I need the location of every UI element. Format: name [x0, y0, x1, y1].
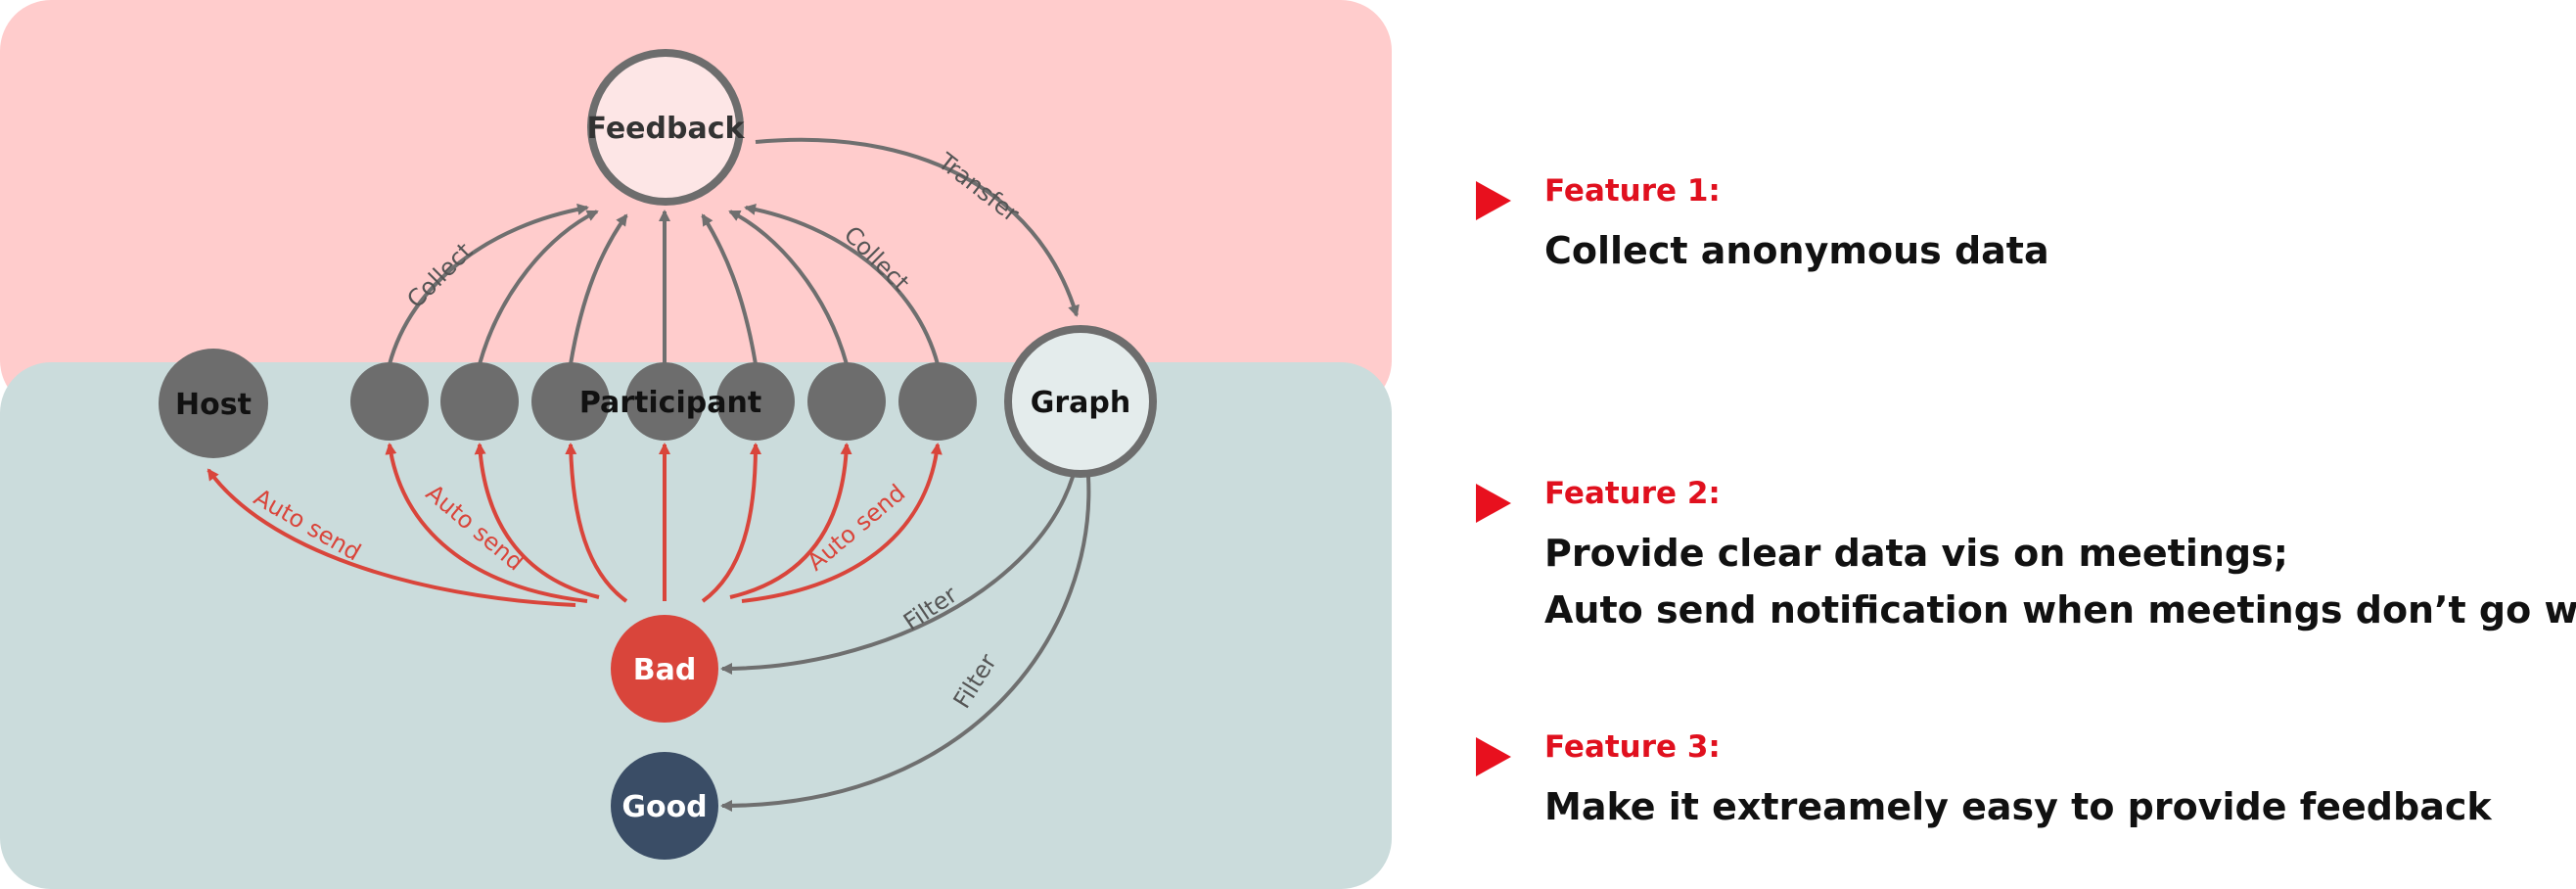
good-node	[611, 752, 718, 860]
collect-zone-panel	[0, 0, 1392, 411]
participant-dot-2	[440, 362, 519, 441]
feature-2-line-1: Provide clear data vis on meetings;	[1544, 532, 2288, 575]
auto-send-arrow-1	[385, 443, 588, 603]
feature-3-description: Make it extreamely easy to provide feedb…	[1544, 778, 2492, 835]
feature-2-triangle-icon	[1476, 484, 1511, 523]
participant-dot-1	[350, 362, 429, 441]
auto-send-arrow-2	[474, 443, 600, 599]
collect-arrow-3	[569, 213, 628, 365]
feature-2-title: Feature 2:	[1544, 476, 1721, 511]
participant-dot-3	[531, 362, 610, 441]
participant-dot-5	[716, 362, 795, 441]
feature-2-description: Provide clear data vis on meetings; Auto…	[1544, 525, 2576, 638]
feature-1-triangle-icon	[1476, 181, 1511, 220]
collect-arrow-6	[728, 210, 849, 365]
collect-arrow-2	[478, 210, 599, 365]
auto-send-arrow-3	[565, 443, 628, 603]
participant-dot-7	[898, 362, 977, 441]
collect-arrow-5	[701, 213, 758, 365]
feedback-flow-diagram: Feedback Host Participant Graph Bad Good…	[0, 0, 1392, 889]
feedback-label: Feedback	[587, 112, 746, 146]
filter-arrow-bad	[720, 476, 1075, 675]
host-label: Host	[175, 388, 252, 422]
collect-arrow-1	[388, 203, 589, 365]
participant-dot-4	[625, 362, 704, 441]
bad-node	[611, 615, 718, 723]
feature-3-triangle-icon	[1476, 737, 1511, 776]
feature-1-description: Collect anonymous data	[1544, 222, 2049, 279]
feature-1-title: Feature 1:	[1544, 173, 1721, 209]
participant-label: Participant	[579, 386, 761, 420]
feature-1-line-1: Collect anonymous data	[1544, 229, 2049, 272]
host-node	[159, 349, 268, 458]
auto-send-arrow-6	[729, 443, 852, 599]
graph-label: Graph	[1031, 386, 1131, 420]
participant-dot-6	[807, 362, 886, 441]
transfer-arrow	[755, 137, 1080, 317]
auto-send-arrow-host	[207, 468, 576, 607]
feature-2-line-2: Auto send notification when meetings don…	[1544, 588, 2576, 632]
auto-send-arrow-5	[701, 443, 761, 603]
feature-3-line-1: Make it extreamely easy to provide feedb…	[1544, 785, 2492, 828]
graph-node	[1004, 325, 1157, 478]
filter-arrow-good	[720, 476, 1091, 812]
good-label: Good	[621, 790, 707, 824]
feedback-node	[587, 49, 744, 206]
collect-arrow-7	[744, 203, 940, 365]
auto-send-arrow-7	[741, 443, 943, 603]
feature-3-title: Feature 3:	[1544, 729, 1721, 765]
bad-label: Bad	[633, 653, 697, 687]
